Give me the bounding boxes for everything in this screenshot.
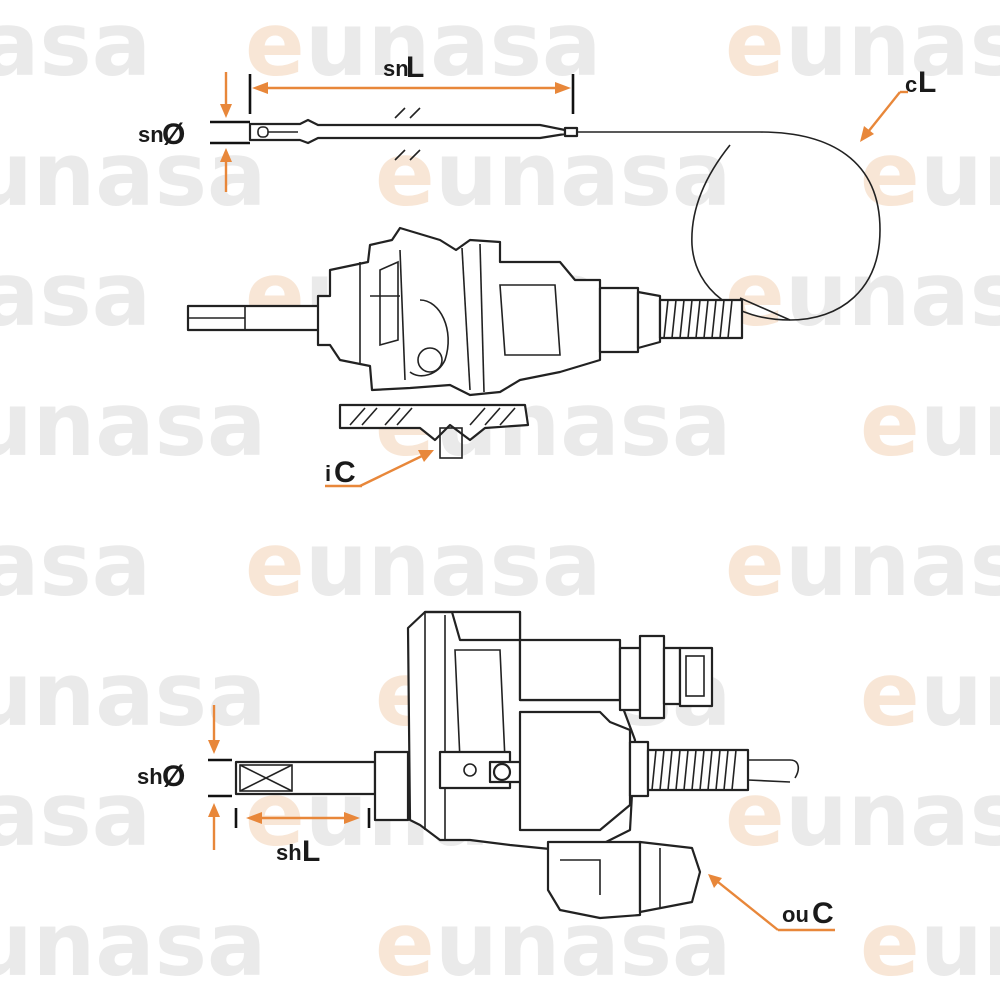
watermark-text: unasa	[920, 893, 1000, 996]
inlet-connection-pointer: i C	[325, 450, 434, 489]
shaft-diameter-symbol: Ø	[162, 760, 185, 793]
watermark-text: asa	[0, 513, 151, 616]
capillary-length-symbol: L	[918, 66, 936, 99]
outlet-connection-symbol: C	[812, 897, 834, 930]
shaft-diameter-dimension: sh Ø	[137, 705, 232, 850]
watermark-text: unasa	[920, 643, 1000, 746]
watermark-e: e	[860, 643, 920, 746]
valve-side-view	[186, 226, 744, 459]
watermark-text: unasa	[0, 123, 266, 226]
watermark-text: unasa	[435, 123, 731, 226]
sensor-length-dimension: sn L	[248, 51, 575, 114]
watermark-text: unasa	[305, 513, 601, 616]
capillary-tube	[577, 131, 881, 321]
sensor-length-prefix: sn	[383, 56, 409, 81]
watermark-e: e	[860, 893, 920, 996]
shaft-length-symbol: L	[302, 835, 320, 868]
thread-lines	[663, 299, 733, 339]
inlet-hatch	[349, 407, 516, 426]
sensor-bulb	[248, 107, 579, 161]
watermark-text: unasa	[0, 643, 266, 746]
watermark-e: e	[375, 123, 435, 226]
outlet-connection-pointer: ou C	[708, 874, 835, 932]
shaft-diameter-prefix: sh	[137, 764, 163, 789]
sensor-diameter-symbol: Ø	[162, 118, 185, 151]
watermark-text: unasa	[0, 893, 266, 996]
inlet-connection-prefix: i	[325, 461, 331, 486]
watermark-e: e	[245, 0, 305, 96]
watermark-text: unasa	[920, 123, 1000, 226]
watermark-text: unasa	[785, 243, 1000, 346]
watermark-text: asa	[0, 243, 151, 346]
inlet-connection-symbol: C	[334, 456, 356, 489]
watermark-text: asa	[0, 0, 151, 96]
watermark-text: asa	[0, 763, 151, 866]
sensor-length-symbol: L	[406, 51, 424, 84]
watermark-e: e	[725, 0, 785, 96]
sensor-diameter-prefix: sn	[138, 122, 164, 147]
watermark-text: unasa	[785, 513, 1000, 616]
shaft-length-dimension: sh L	[234, 808, 371, 868]
watermark-text: unasa	[920, 373, 1000, 476]
watermark-text: unasa	[785, 763, 1000, 866]
capillary-length-pointer: c L	[860, 66, 936, 142]
watermark-text: unasa	[0, 373, 266, 476]
thread-lines-bottom	[651, 749, 737, 791]
sensor-diameter-dimension: sn Ø	[138, 72, 250, 192]
valve-top-view	[234, 610, 800, 920]
watermark-e: e	[860, 123, 920, 226]
capillary-length-prefix: c	[905, 72, 917, 97]
watermark-e: e	[245, 513, 305, 616]
watermark-text: unasa	[785, 0, 1000, 96]
shaft-length-prefix: sh	[276, 840, 302, 865]
watermark-e: e	[725, 513, 785, 616]
watermark-e: e	[860, 373, 920, 476]
outlet-connection-prefix: ou	[782, 902, 809, 927]
watermark-text: unasa	[305, 0, 601, 96]
watermark-e: e	[375, 893, 435, 996]
